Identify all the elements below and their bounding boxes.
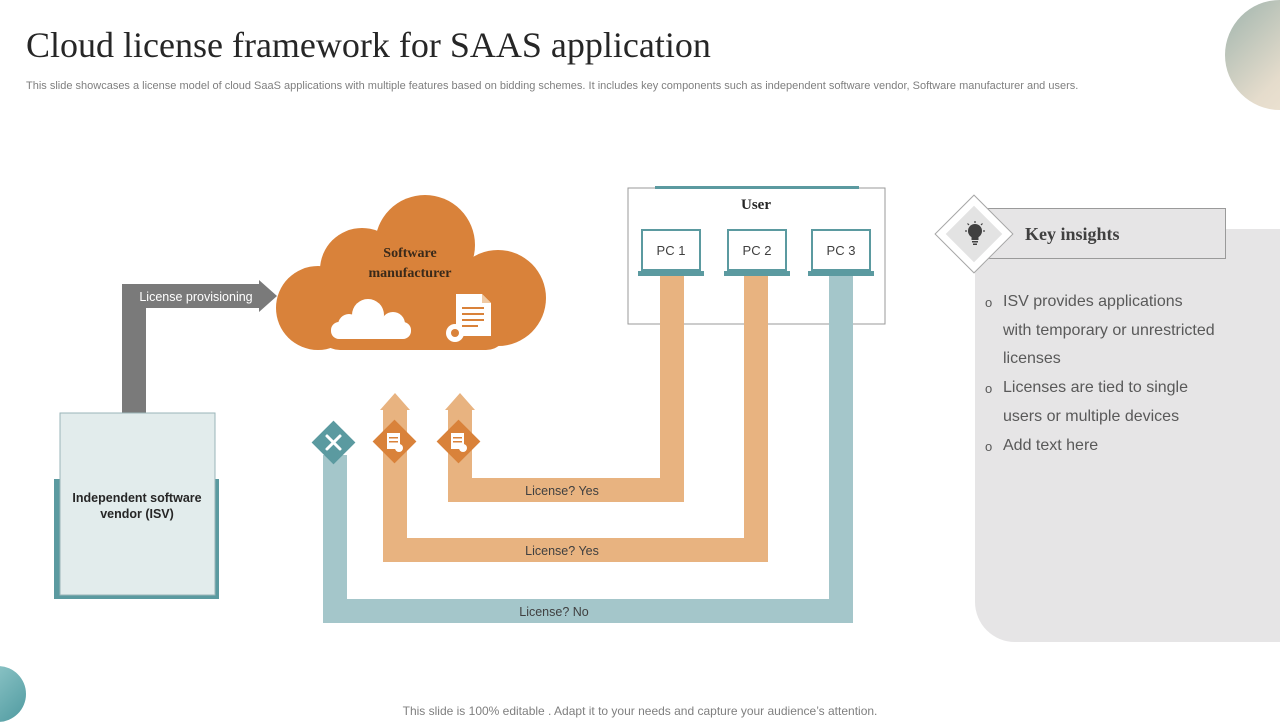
lightbulb-icon bbox=[965, 221, 985, 245]
close-icon bbox=[325, 434, 342, 451]
document-gear-icon bbox=[446, 294, 491, 342]
manufacturer-label-line1: Software bbox=[383, 246, 436, 261]
laptop-pc1-label: PC 1 bbox=[657, 243, 686, 258]
isv-box bbox=[59, 412, 216, 596]
flow-label-yes-1: License? Yes bbox=[525, 484, 599, 498]
flow-label-no: License? No bbox=[519, 605, 589, 619]
insights-item: Licenses are tied to single users or mul… bbox=[985, 374, 1215, 431]
isv-label-line1: Independent software bbox=[72, 491, 201, 505]
provisioning-arrow bbox=[122, 280, 277, 413]
document-icon bbox=[451, 433, 467, 452]
footer-note: This slide is 100% editable . Adapt it t… bbox=[402, 704, 878, 718]
laptop-pc1 bbox=[638, 229, 704, 276]
laptop-pc3 bbox=[808, 229, 874, 276]
insights-item: ISV provides applications with temporary… bbox=[985, 288, 1215, 374]
insights-title: Key insights bbox=[1025, 224, 1120, 244]
user-label: User bbox=[741, 197, 771, 213]
insights-list: ISV provides applications with temporary… bbox=[985, 288, 1215, 461]
laptop-pc2-label: PC 2 bbox=[743, 243, 772, 258]
flow-label-yes-2: License? Yes bbox=[525, 544, 599, 558]
white-cloud-icon bbox=[331, 299, 411, 339]
laptop-pc2 bbox=[724, 229, 790, 276]
manufacturer-label-line2: manufacturer bbox=[369, 266, 452, 281]
insights-item: Add text here bbox=[985, 432, 1215, 461]
page-title: Cloud license framework for SAAS applica… bbox=[26, 25, 711, 65]
isv-label-line2: vendor (ISV) bbox=[100, 507, 174, 521]
user-box-top-accent bbox=[655, 186, 859, 189]
flow-arrow-yes-1 bbox=[445, 275, 684, 502]
document-icon bbox=[387, 433, 403, 452]
laptop-pc3-label: PC 3 bbox=[827, 243, 856, 258]
page-subtitle: This slide showcases a license model of … bbox=[26, 80, 1079, 92]
provisioning-label: License provisioning bbox=[139, 290, 252, 304]
